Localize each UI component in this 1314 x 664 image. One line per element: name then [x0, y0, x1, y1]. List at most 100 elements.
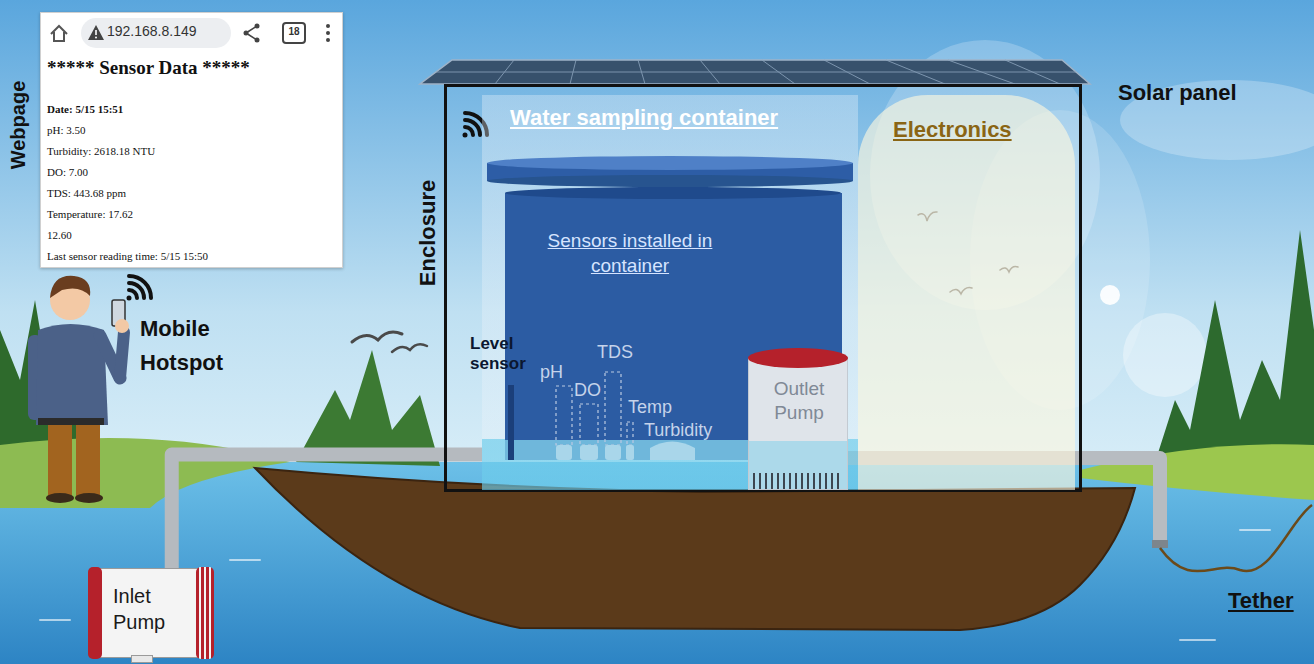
person — [46, 493, 74, 503]
side-title: Webpage — [6, 75, 30, 175]
person — [28, 276, 129, 503]
pump-foot — [131, 655, 153, 663]
sky — [1100, 285, 1120, 305]
outlet-pipe — [1152, 540, 1168, 548]
tether — [1160, 505, 1312, 571]
cylinder-outline — [650, 442, 695, 461]
cylinder-outline — [505, 187, 841, 199]
wifi-icon — [129, 283, 144, 298]
birds — [352, 332, 402, 342]
browser-bar — [246, 26, 257, 40]
sensor-label: Level sensor — [470, 334, 534, 374]
webpage-text: 18 — [283, 26, 305, 37]
sky — [0, 0, 1314, 480]
person — [75, 493, 103, 503]
solar-panel — [886, 60, 945, 84]
solar-panel — [700, 60, 720, 84]
tether — [1160, 505, 1312, 571]
node-label: Electronics — [893, 117, 1012, 143]
webpage-text: 12.60 — [47, 229, 72, 241]
wifi-icon — [129, 276, 151, 298]
sky — [0, 0, 1314, 480]
webpage-text: Turbidity: 2618.18 NTU — [47, 145, 155, 157]
electronics-region: Electronics — [858, 95, 1075, 490]
browser-bar — [95, 37, 97, 39]
cylinder-outline — [508, 385, 514, 460]
pump-cap — [88, 567, 102, 659]
node-label: Enclosure — [414, 168, 442, 298]
webpage-text: TDS: 443.68 ppm — [47, 187, 126, 199]
solar-panel — [495, 60, 514, 84]
water — [1240, 529, 1270, 531]
webpage-text: DO: 7.00 — [47, 166, 88, 178]
wifi-icon — [129, 290, 137, 298]
sky — [1123, 313, 1207, 397]
wifi-icon — [465, 127, 473, 135]
browser-bar — [283, 23, 305, 43]
part-label: Solar panel — [1118, 80, 1237, 106]
pump-grille — [753, 473, 843, 489]
cylinder-outline — [580, 445, 598, 460]
webpage-text: 192.168.8.149 — [107, 23, 197, 39]
cylinder-outline — [487, 175, 853, 187]
cylinder-outline — [556, 442, 695, 461]
browser-bar — [88, 25, 104, 40]
node-label: Inlet Pump — [113, 583, 195, 635]
solar-panel — [420, 60, 1090, 84]
wifi-icon — [127, 296, 132, 301]
solar-panel — [824, 60, 870, 84]
pump-cap — [748, 348, 848, 368]
enclosure-box: EnclosureWater sampling containerSensors… — [444, 84, 1082, 492]
solar-panel — [420, 60, 1090, 84]
solar-panel — [638, 60, 645, 84]
wifi-icon — [127, 276, 152, 301]
cylinder-outline — [487, 156, 853, 170]
webpage-text: Date: 5/15 15:51 — [47, 103, 123, 115]
sensor-label: DO — [574, 380, 601, 401]
water — [0, 462, 1314, 664]
sensor-label: pH — [540, 362, 563, 383]
node-label: Water sampling container — [510, 105, 778, 131]
sensor-label: Temp — [628, 397, 672, 418]
solar-panel — [570, 60, 576, 84]
browser-bar — [81, 18, 231, 48]
node-label: Sensors installed in container — [545, 228, 715, 278]
cylinder-outline — [605, 445, 621, 460]
water — [0, 462, 1314, 664]
water — [40, 619, 70, 621]
person — [50, 276, 90, 298]
sensor-label: Turbidity — [644, 420, 712, 441]
browser-bar — [326, 24, 330, 28]
person — [120, 332, 124, 378]
person — [115, 319, 129, 333]
solar-panel — [948, 60, 1015, 84]
person — [48, 420, 72, 496]
browser-bar — [51, 26, 67, 41]
cylinder-outline — [556, 372, 633, 445]
person — [38, 418, 104, 425]
webpage-text: pH: 3.50 — [47, 124, 86, 136]
wifi-icon — [463, 133, 468, 138]
solar-panel — [436, 60, 1076, 84]
solar-panel — [762, 60, 795, 84]
birds — [392, 344, 427, 352]
device-label: Mobile Hotspot — [140, 312, 252, 380]
browser-bar — [326, 38, 330, 42]
cylinder-outline — [627, 422, 633, 445]
cylinder-outline — [605, 372, 621, 445]
inlet-pump: Inlet Pump — [90, 568, 212, 658]
person — [76, 420, 100, 496]
solar-panel — [1005, 60, 1060, 84]
water — [1180, 639, 1215, 641]
webpage-text: Temperature: 17.62 — [47, 208, 133, 220]
webpage-text: ***** Sensor Data ***** — [47, 57, 250, 79]
webpage-panel: 192.168.8.149 18 ***** Sensor Data ***** Da… — [40, 12, 343, 268]
cylinder-outline — [556, 445, 572, 460]
browser-bar — [95, 30, 97, 35]
pump-ribs — [196, 567, 214, 659]
inlet-pipe — [172, 454, 482, 568]
water — [230, 559, 260, 561]
boat-hull — [255, 468, 1135, 630]
boat-hull — [255, 468, 1135, 630]
